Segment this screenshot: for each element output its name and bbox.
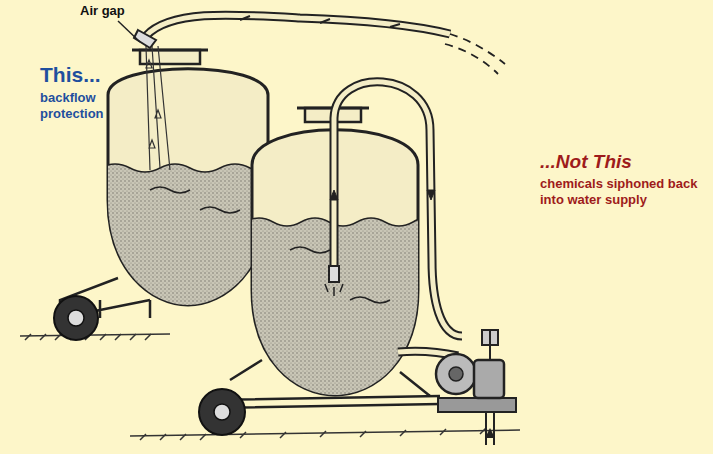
siphon-hose xyxy=(329,266,339,282)
water-pump xyxy=(486,412,494,445)
tank-liquid xyxy=(150,187,240,213)
water-stream xyxy=(146,46,170,170)
supply-hose xyxy=(445,44,498,74)
trailer-wheel xyxy=(199,389,245,435)
ground-hatch xyxy=(20,334,170,336)
tank-liquid xyxy=(245,218,441,410)
siphon-hose xyxy=(325,82,462,336)
water-pump xyxy=(438,398,516,412)
note-label: backflow protection xyxy=(40,90,140,122)
trailer-frame xyxy=(149,300,152,318)
tank-liquid xyxy=(290,247,390,303)
trailer-wheel xyxy=(199,389,245,435)
supply-hose xyxy=(134,15,505,74)
trailer-wheel xyxy=(214,404,230,420)
supply-hose xyxy=(146,15,450,36)
water-stream xyxy=(146,46,170,170)
spray-tank xyxy=(245,108,441,410)
siphon-hose xyxy=(325,284,343,296)
water-pump xyxy=(436,330,516,445)
note-label: chemicals siphoned back into water suppl… xyxy=(540,176,698,208)
spray-tank xyxy=(140,50,200,64)
heading-label: This... xyxy=(40,62,160,88)
siphon-hose xyxy=(334,82,462,336)
supply-hose xyxy=(240,16,400,27)
tank-liquid xyxy=(245,218,441,410)
trailer-wheel xyxy=(68,310,84,326)
trailer-wheel xyxy=(54,296,98,340)
trailer-wheel xyxy=(54,296,98,340)
leader-line xyxy=(118,21,140,42)
water-pump xyxy=(482,330,498,360)
siphon-hose xyxy=(334,82,462,336)
water-pump xyxy=(436,354,476,394)
callout-label: Air gap xyxy=(80,3,160,19)
siphon-hose xyxy=(330,190,435,200)
leader-line xyxy=(118,21,140,42)
water-pump xyxy=(474,360,504,398)
spray-tank xyxy=(132,49,208,52)
heading-label: ...Not This xyxy=(540,150,710,174)
ground-hatch xyxy=(140,428,486,440)
water-pump xyxy=(449,367,463,381)
supply-hose xyxy=(146,15,450,36)
water-pump xyxy=(485,428,495,438)
